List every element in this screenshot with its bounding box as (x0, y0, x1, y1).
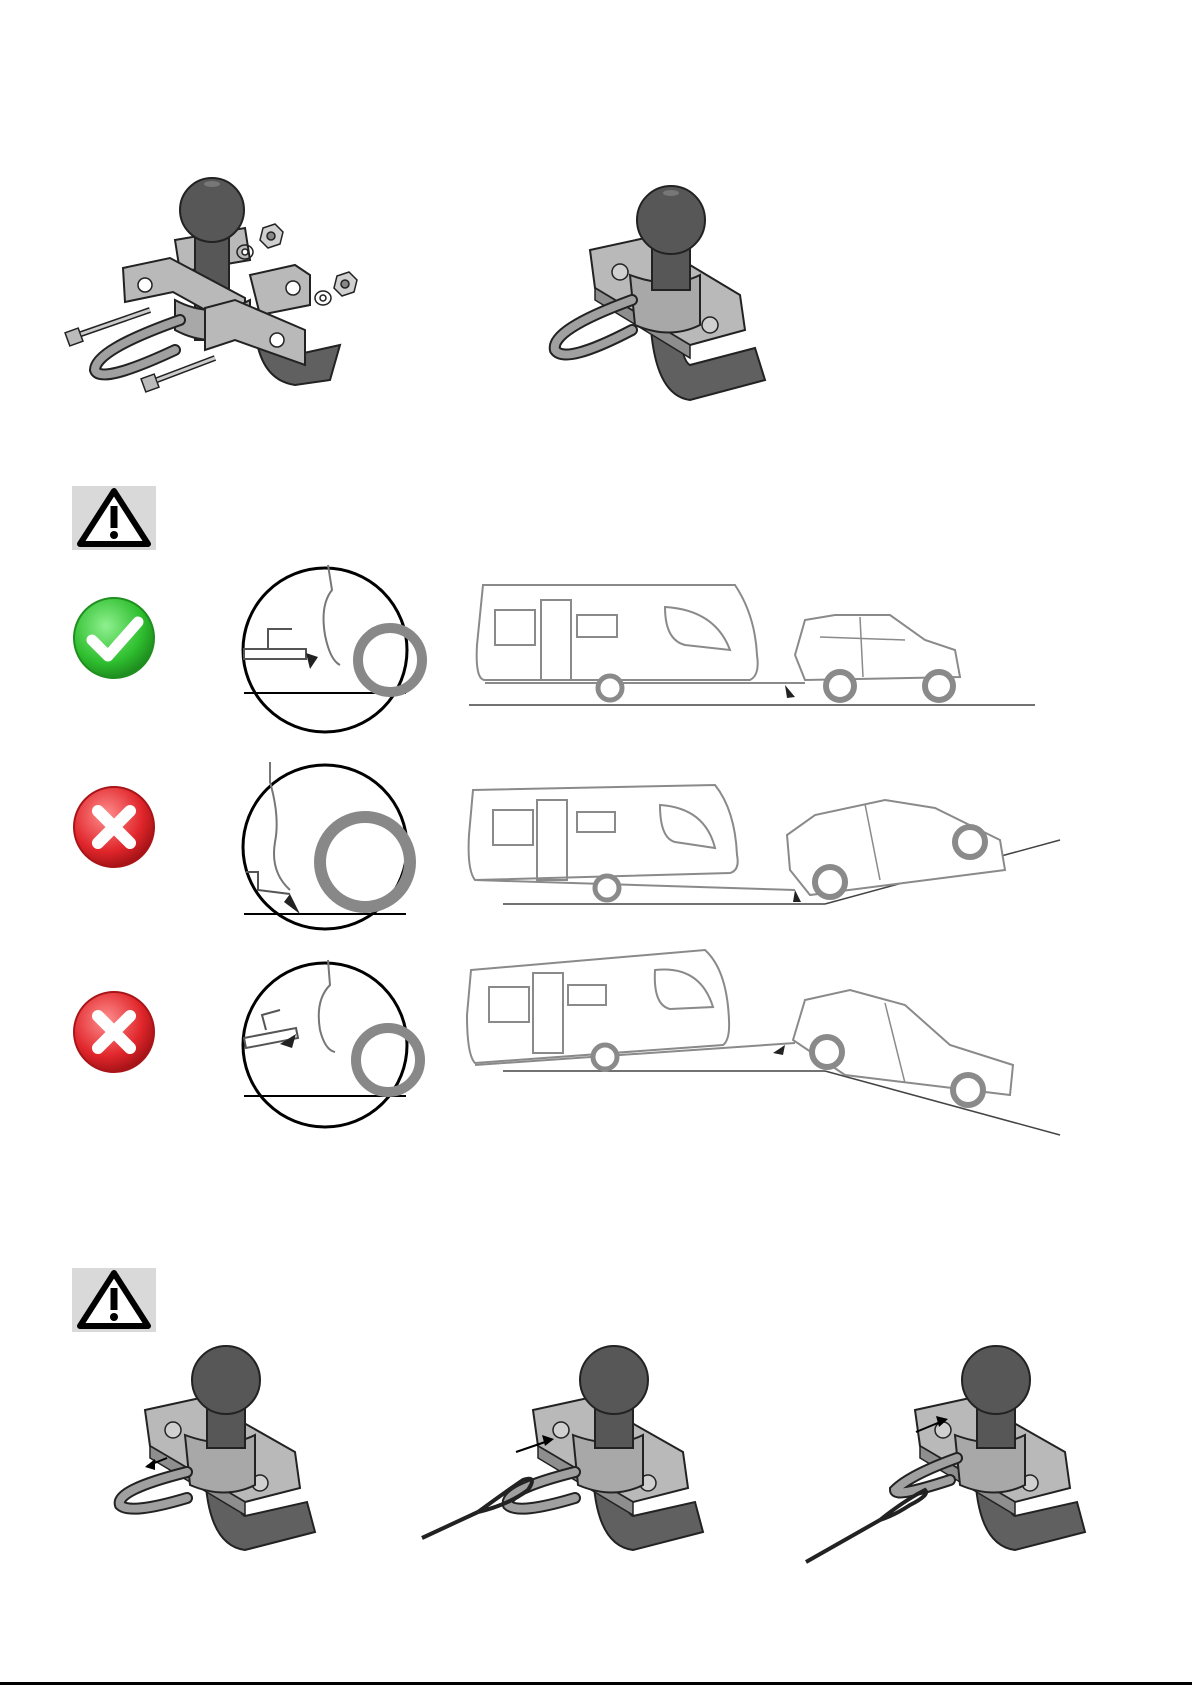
caravan-car-level-scene (465, 585, 1035, 710)
hitch-detail-level (240, 565, 410, 735)
cable-step-open-loop (115, 1340, 330, 1570)
caravan-car-downhill-scene (465, 945, 1065, 1140)
warning-triangle-icon (72, 486, 156, 550)
tow-ball-exploded-view (55, 180, 385, 420)
cross-icon (72, 990, 156, 1074)
warning-triangle-icon (72, 1268, 156, 1332)
cable-step-insert-cable (418, 1340, 718, 1570)
hitch-detail-downhill (240, 960, 410, 1130)
hitch-detail-uphill (240, 762, 410, 932)
cable-step-cable-fixed (800, 1340, 1100, 1570)
warning-box-cable (72, 1268, 156, 1332)
caravan-car-uphill-scene (465, 780, 1065, 910)
tow-ball-assembled-view (560, 180, 775, 425)
cross-icon (72, 785, 156, 869)
warning-box-parking (72, 486, 156, 550)
check-icon (72, 596, 156, 680)
